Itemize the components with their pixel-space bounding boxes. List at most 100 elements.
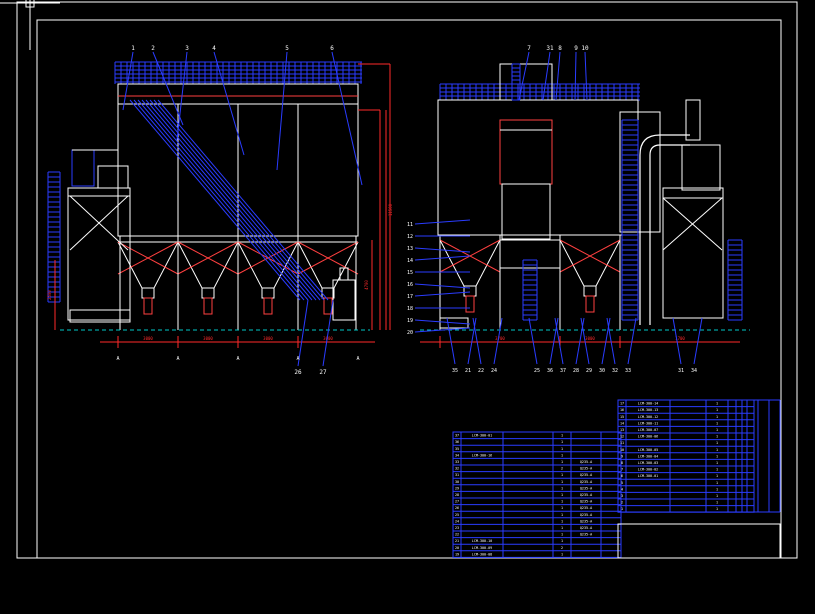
leader-line xyxy=(276,51,288,171)
callout-number: 29 xyxy=(586,368,592,374)
table-cell: 1 xyxy=(716,415,718,419)
leader-line xyxy=(122,51,134,111)
hopper-brace xyxy=(559,239,621,273)
table-cell: 16 xyxy=(620,408,624,412)
table-cell: 1 xyxy=(716,461,718,465)
base-motor xyxy=(439,317,469,329)
callout-number: 18 xyxy=(407,306,413,312)
table-cell: 1 xyxy=(716,468,718,472)
table-cell: LCM-300-02 xyxy=(638,468,658,472)
stack-pipe xyxy=(685,99,701,141)
table-cell: 1 xyxy=(716,408,718,412)
leader-line xyxy=(176,51,188,141)
stair-stringer xyxy=(145,99,317,301)
hopper-brace xyxy=(177,241,239,275)
table-cell: 1 xyxy=(561,526,563,530)
side-hopper xyxy=(559,239,621,313)
ground-marker: A xyxy=(296,356,299,362)
table-cell: 13 xyxy=(620,428,624,432)
table-cell: 33 xyxy=(455,460,459,464)
leader-line xyxy=(493,317,503,365)
table-cell: 1 xyxy=(561,552,563,556)
table-cell: 1 xyxy=(716,428,718,432)
leader-line xyxy=(693,317,703,365)
base-frame xyxy=(69,309,131,323)
table-cell: 26 xyxy=(455,506,459,510)
table-cell: 1 xyxy=(561,473,563,477)
separator-body xyxy=(681,144,721,191)
table-cell: Q235-A xyxy=(580,480,592,484)
drawing-border-inner xyxy=(36,19,782,559)
leader-line xyxy=(414,255,471,261)
callout-number: 3 xyxy=(185,45,189,52)
leader-line xyxy=(555,51,561,101)
table-cell: Q235-A xyxy=(580,533,592,537)
callout-number: 30 xyxy=(599,368,605,374)
stair-stringer xyxy=(157,99,329,301)
leader-line xyxy=(322,299,334,367)
table-cell: 19 xyxy=(455,552,459,556)
table-cell: 1 xyxy=(716,454,718,458)
table-cell: 1 xyxy=(561,440,563,444)
table-cell: 30 xyxy=(455,480,459,484)
callout-number: 9 xyxy=(574,45,578,52)
table-cell: 34 xyxy=(455,453,459,457)
table-cell: Q235-A xyxy=(580,500,592,504)
table-cell: LCM-300-01 xyxy=(638,474,658,478)
leader-line xyxy=(518,51,530,101)
center-duct xyxy=(501,183,551,240)
table-cell: LCM-300-06 xyxy=(638,435,658,439)
hopper-brace xyxy=(297,241,359,275)
leader-line xyxy=(542,51,551,101)
hopper-side xyxy=(475,239,501,287)
table-cell: Q235-A xyxy=(580,506,592,510)
left-ladder xyxy=(47,171,61,303)
leader-line xyxy=(414,327,471,333)
table-cell: 7 xyxy=(621,468,623,472)
callout-number: 1 xyxy=(131,45,135,52)
table-cell: 6 xyxy=(621,474,623,478)
callout-number: 22 xyxy=(478,368,484,374)
callout-number: 12 xyxy=(407,234,413,240)
table-cell: 15 xyxy=(620,415,624,419)
callout-number: 37 xyxy=(560,368,566,374)
callout-number: 20 xyxy=(407,330,413,336)
leader-line xyxy=(414,291,471,297)
table-cell: 1 xyxy=(561,506,563,510)
stair-stringer xyxy=(153,99,325,301)
table-cell: 4 xyxy=(621,487,623,491)
leader-line xyxy=(554,317,564,365)
ash-hopper xyxy=(177,241,239,315)
callout-number: 5 xyxy=(285,45,289,52)
leader-line xyxy=(472,317,482,365)
callout-number: 28 xyxy=(573,368,579,374)
table-cell: 27 xyxy=(455,500,459,504)
table-cell: Q235-A xyxy=(580,486,592,490)
table-cell: 5 xyxy=(621,481,623,485)
ash-hopper xyxy=(117,241,179,315)
callout-number: 11 xyxy=(407,222,413,228)
callout-number: 14 xyxy=(407,258,413,264)
elbow-duct-inner xyxy=(649,144,690,325)
dimension-text: 11500 xyxy=(388,203,393,216)
ground-marker: A xyxy=(356,356,359,362)
table-cell: 10 xyxy=(620,448,624,452)
fan-motor xyxy=(339,267,349,281)
callout-number: 13 xyxy=(407,246,413,252)
leader-line xyxy=(213,51,245,156)
leader-line xyxy=(152,51,184,126)
discharge-valve xyxy=(585,295,595,313)
callout-number: 15 xyxy=(407,270,413,276)
hopper-side xyxy=(439,239,465,287)
table-cell: 35 xyxy=(455,447,459,451)
discharge-valve xyxy=(465,295,475,313)
table-cell: 1 xyxy=(716,421,718,425)
table-cell: 1 xyxy=(561,447,563,451)
table-cell: 37 xyxy=(455,434,459,438)
leader-line xyxy=(414,319,471,325)
table-cell: LCM-300-08 xyxy=(472,552,492,556)
